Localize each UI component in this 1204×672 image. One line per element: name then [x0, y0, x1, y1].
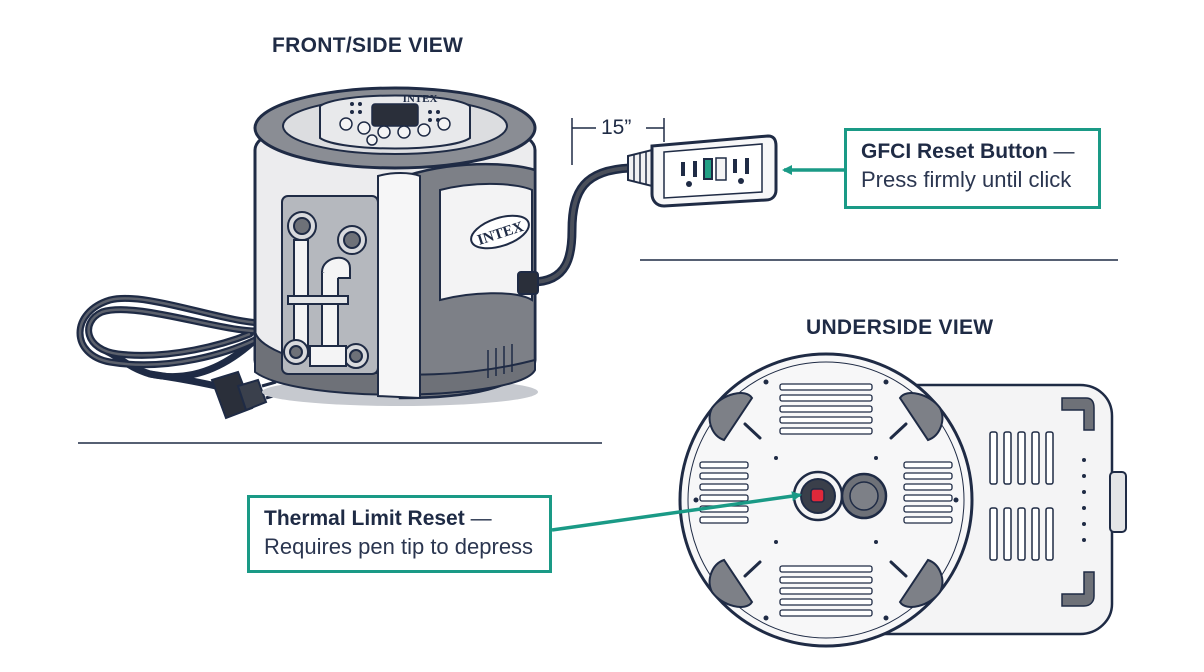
- gfci-reset-button[interactable]: [705, 160, 711, 178]
- underside-unit: [678, 352, 1127, 648]
- cord-length-label: 15”: [601, 116, 632, 139]
- gfci-callout-title: GFCI Reset Button: [861, 140, 1048, 163]
- thermal-callout-text: Requires pen tip to depress: [264, 534, 534, 559]
- gfci-device: [627, 134, 778, 208]
- heater-unit: INTEX INTEX: [253, 86, 539, 406]
- thermal-callout-box: Thermal Limit Reset — Requires pen tip t…: [247, 495, 552, 573]
- thermal-reset-button[interactable]: [810, 488, 825, 503]
- panel-logo: INTEX: [403, 93, 438, 105]
- dimension-marker: [571, 118, 665, 165]
- thermal-callout-title: Thermal Limit Reset: [264, 507, 465, 530]
- gfci-callout-text: Press firmly until click: [861, 167, 1072, 192]
- front-view-title: FRONT/SIDE VIEW: [272, 34, 464, 57]
- gfci-callout-box: GFCI Reset Button — Press firmly until c…: [844, 128, 1101, 209]
- gfci-callout-dash: —: [1047, 140, 1075, 163]
- thermal-callout-arrow: [551, 491, 802, 532]
- thermal-callout-dash: —: [464, 507, 492, 530]
- underside-view-title: UNDERSIDE VIEW: [806, 316, 994, 339]
- gfci-callout-heading: GFCI Reset Button —: [861, 140, 1084, 164]
- power-cord-upper: [527, 163, 635, 287]
- thermal-callout-heading: Thermal Limit Reset —: [264, 507, 535, 531]
